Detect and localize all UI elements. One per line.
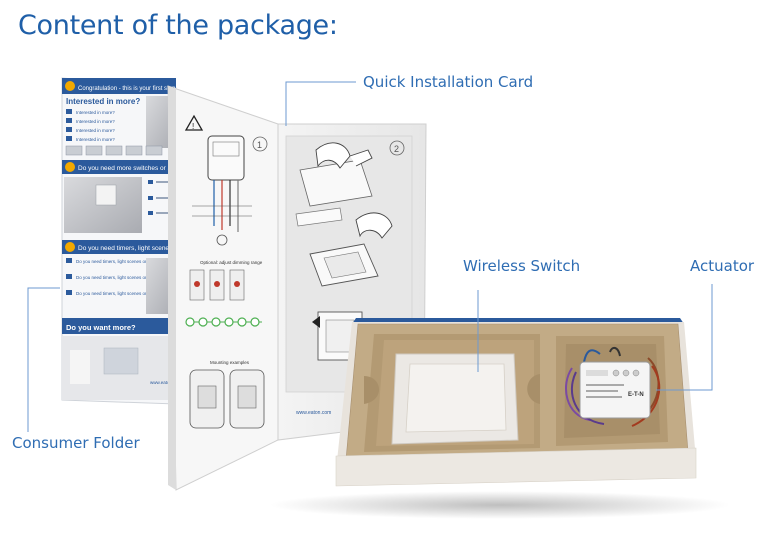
label-actuator: Actuator [690, 257, 755, 275]
folder-questions: Do you need timers, light scenes or app … [66, 258, 173, 296]
svg-text:!: ! [192, 122, 194, 131]
label-consumer-folder: Consumer Folder [12, 434, 140, 452]
step-2-badge [389, 140, 405, 156]
list-item: Interested in more? [76, 137, 115, 142]
step-1-badge [252, 136, 268, 152]
consumer-folder: Congratulation - this is your first step… [61, 77, 228, 405]
card-url: www.eaton.com [296, 410, 331, 416]
dimming-led-row [185, 317, 262, 327]
svg-text:2: 2 [394, 144, 399, 154]
list-item: Interested in more? [76, 119, 115, 124]
actuator-brand: E-T-N [628, 392, 644, 398]
list-item: Do you need timers, light scenes or app … [76, 259, 173, 264]
callout-quick-card [285, 81, 356, 126]
folder-step2-text: Do you need more switches or a more… [78, 165, 194, 172]
box-shadow [270, 491, 730, 519]
list-item: Do you need timers, light scenes or app … [76, 275, 173, 280]
folder-interested-heading: Interested in more? [66, 97, 140, 106]
step-2-icon [65, 162, 75, 172]
hand-sketch [315, 142, 351, 169]
list-item: Interested in more? [76, 110, 115, 115]
folder-list: Interested in more? Interested in more? … [66, 109, 115, 142]
svg-text:1: 1 [257, 140, 262, 150]
page-title: Content of the package: [18, 10, 338, 41]
list-item: Do you need timers, light scenes or app … [76, 291, 173, 296]
arrow-icon [312, 316, 320, 328]
step-1-icon [65, 81, 75, 91]
folder-options [148, 180, 172, 215]
warning-icon [184, 114, 204, 131]
actuator-device: E-T-N [565, 346, 661, 427]
dimming-caption: Optional: adjust dimming range [200, 260, 263, 265]
list-item: Interested in more? [76, 128, 115, 133]
callout-lines [27, 81, 713, 432]
callout-actuator [656, 284, 713, 391]
mounting-caption: Mounting examples [210, 360, 250, 365]
card-left-flap: ! 1 Optional: adjust dimming range [167, 85, 279, 491]
label-quick-installation-card: Quick Installation Card [363, 73, 534, 91]
folder-url: www.eaton.com [150, 380, 182, 385]
folder-step1-text: Congratulation - this is your first step… [78, 86, 228, 92]
folder-want-more: Do you want more? [66, 323, 136, 332]
label-wireless-switch: Wireless Switch [463, 257, 581, 275]
wireless-switch-device [391, 353, 519, 445]
callout-consumer-folder [27, 287, 60, 432]
folder-step3-text: Do you need timers, light scenes or app … [78, 245, 218, 252]
step-3-icon [65, 242, 75, 252]
